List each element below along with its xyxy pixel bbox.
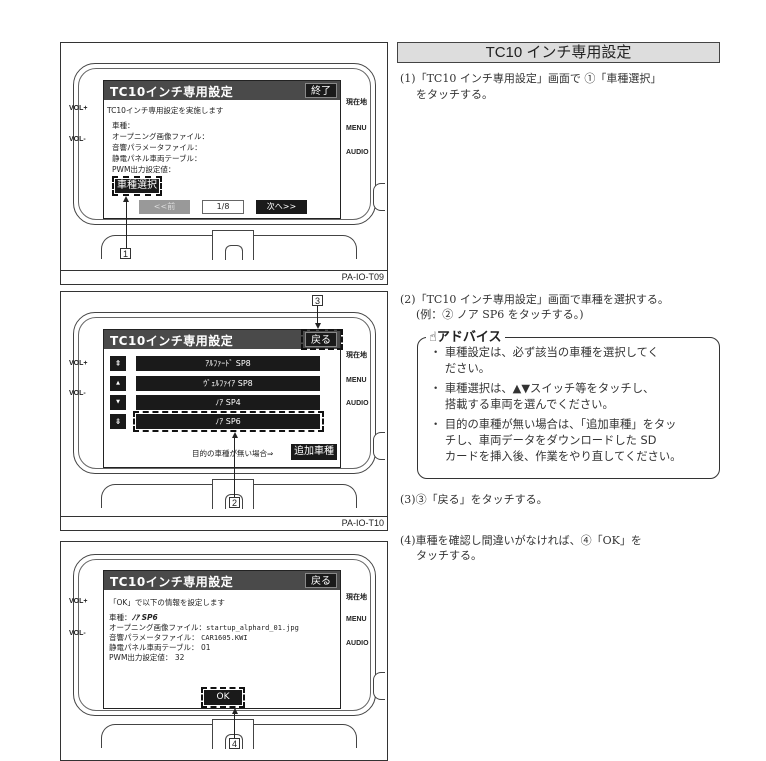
current-location-key[interactable]: 現在地: [346, 594, 367, 601]
step-3: (3)③「戻る」をタッチする。: [400, 493, 548, 506]
bezel-knob: [373, 432, 385, 460]
display-bezel: [73, 63, 376, 225]
figure-panel-1: VOL+ VOL- 現在地 MENU AUDIO TC10インチ専用設定 終了 …: [60, 42, 388, 285]
intro-text: TC10インチ専用設定を実施します: [107, 106, 224, 115]
advice-line: チし、車両データをダウンロードした SD: [430, 434, 657, 447]
step-4: (4)車種を確認し間違いがなければ、④「OK」を: [400, 534, 642, 547]
screen-title: TC10インチ専用設定: [104, 571, 340, 590]
current-location-key[interactable]: 現在地: [346, 99, 367, 106]
advice-line: 搭載する車両を選んでください。: [430, 398, 614, 411]
field-label: 音響パラメータファイル：: [112, 143, 202, 152]
pointing-hand-icon: ☝: [429, 330, 437, 345]
audio-key[interactable]: AUDIO: [346, 640, 369, 647]
vol-minus-key[interactable]: VOL-: [69, 390, 86, 397]
current-location-key[interactable]: 現在地: [346, 352, 367, 359]
close-button[interactable]: 終了: [305, 83, 337, 98]
advice-title: ☝アドバイス: [426, 326, 505, 345]
vol-minus-key[interactable]: VOL-: [69, 136, 86, 143]
display-bezel: [73, 312, 376, 474]
menu-key[interactable]: MENU: [346, 125, 367, 132]
vol-minus-key[interactable]: VOL-: [69, 630, 86, 637]
field-value: ﾉｱ SP6: [131, 613, 158, 622]
up-button[interactable]: ▲: [110, 376, 126, 391]
field-value: 32: [174, 653, 185, 662]
vehicle-select-button[interactable]: 車種選択: [115, 179, 159, 193]
figure-caption: PA-IO-T10: [61, 516, 387, 530]
vol-plus-key[interactable]: VOL+: [69, 105, 88, 112]
field-value: 01: [200, 643, 211, 652]
audio-key[interactable]: AUDIO: [346, 400, 369, 407]
step-1-cont: をタッチする。: [416, 88, 493, 101]
audio-key[interactable]: AUDIO: [346, 149, 369, 156]
field-label: オープニング画像ファイル：: [109, 623, 207, 632]
vol-plus-key[interactable]: VOL+: [69, 598, 88, 605]
callout-1: 1: [120, 248, 131, 259]
vehicle-row[interactable]: ﾉｱ SP4: [136, 395, 320, 410]
page-up-button[interactable]: ⇞: [110, 356, 126, 371]
callout-2: 2: [229, 497, 240, 508]
step-4-cont: タッチする。: [416, 549, 482, 562]
step-2-cont: (例：② ノア SP6 をタッチする。): [416, 308, 584, 321]
advice-line: ださい。: [430, 362, 491, 375]
page-indicator: 1/8: [202, 200, 244, 214]
vehicle-row[interactable]: ｳﾞｪﾙﾌｧｲｱ SP8: [136, 376, 320, 391]
field-label: オープニング画像ファイル：: [112, 132, 210, 141]
vol-plus-key[interactable]: VOL+: [69, 360, 88, 367]
advice-line: ・ 目的の車種が無い場合は、「追加車種」をタッ: [430, 418, 677, 431]
screen-title: TC10インチ専用設定: [104, 330, 340, 349]
section-title: TC10 インチ専用設定: [397, 42, 720, 63]
figure-panel-2: VOL+ VOL- 現在地 MENU AUDIO TC10インチ専用設定 戻る …: [60, 291, 388, 531]
intro-text: 「OK」で以下の情報を設定します: [109, 598, 225, 607]
screen: TC10インチ専用設定 終了 TC10インチ専用設定を実施します 車種： オープ…: [103, 80, 341, 219]
field-label: 車種：: [109, 613, 132, 622]
advice-line: ・ 車種設定は、必ず該当の車種を選択してく: [430, 346, 659, 359]
add-vehicle-button[interactable]: 追加車種: [291, 444, 337, 460]
field-label: 音響パラメータファイル：: [109, 633, 199, 642]
ok-button[interactable]: OK: [204, 690, 242, 705]
field-label: PWM出力設定値：: [112, 165, 176, 174]
no-vehicle-text: 目的の車種が無い場合⇒: [192, 449, 274, 458]
figure-caption: PA-IO-T09: [61, 270, 387, 284]
menu-key[interactable]: MENU: [346, 616, 367, 623]
advice-line: カードを挿入後、作業をやり直してください。: [430, 450, 682, 463]
field-value: startup_alphard_01.jpg: [206, 624, 299, 632]
field-label: 静電パネル車両テーブル：: [109, 643, 199, 652]
back-button[interactable]: 戻る: [305, 573, 337, 588]
screen: TC10インチ専用設定 戻る 「OK」で以下の情報を設定します 車種：ﾉｱ SP…: [103, 570, 341, 709]
vehicle-row-selected[interactable]: ﾉｱ SP6: [136, 414, 320, 429]
dash-outline: [101, 230, 357, 260]
callout-3: 3: [312, 295, 323, 306]
callout-4: 4: [229, 738, 240, 749]
step-2: (2)「TC10 インチ専用設定」画面で車種を選択する。: [400, 293, 669, 306]
field-label: 静電パネル車両テーブル：: [112, 154, 202, 163]
menu-key[interactable]: MENU: [346, 377, 367, 384]
screen-title: TC10インチ専用設定: [104, 81, 340, 100]
advice-line: ・ 車種選択は、▲▼スイッチ等をタッチし、: [430, 382, 655, 395]
field-value: CAR1605.KWI: [201, 634, 248, 642]
back-button[interactable]: 戻る: [305, 332, 337, 347]
field-label: PWM出力設定値：: [109, 653, 173, 662]
step-1: (1)「TC10 インチ専用設定」画面で ①「車種選択」: [400, 72, 662, 85]
bezel-knob: [373, 183, 385, 211]
prev-button[interactable]: <<前: [139, 200, 190, 214]
next-button[interactable]: 次へ>>: [256, 200, 307, 214]
field-label: 車種：: [112, 121, 135, 130]
advice-box: [417, 337, 720, 479]
screen: TC10インチ専用設定 戻る ⇞ ▲ ▼ ⇟ ｱﾙﾌｧｰﾄﾞ SP8 ｳﾞｪﾙﾌ…: [103, 329, 341, 468]
bezel-knob: [373, 672, 385, 700]
page-down-button[interactable]: ⇟: [110, 414, 126, 429]
down-button[interactable]: ▼: [110, 395, 126, 410]
vehicle-row[interactable]: ｱﾙﾌｧｰﾄﾞ SP8: [136, 356, 320, 371]
figure-panel-3: VOL+ VOL- 現在地 MENU AUDIO TC10インチ専用設定 戻る …: [60, 541, 388, 761]
display-bezel: [73, 554, 376, 716]
